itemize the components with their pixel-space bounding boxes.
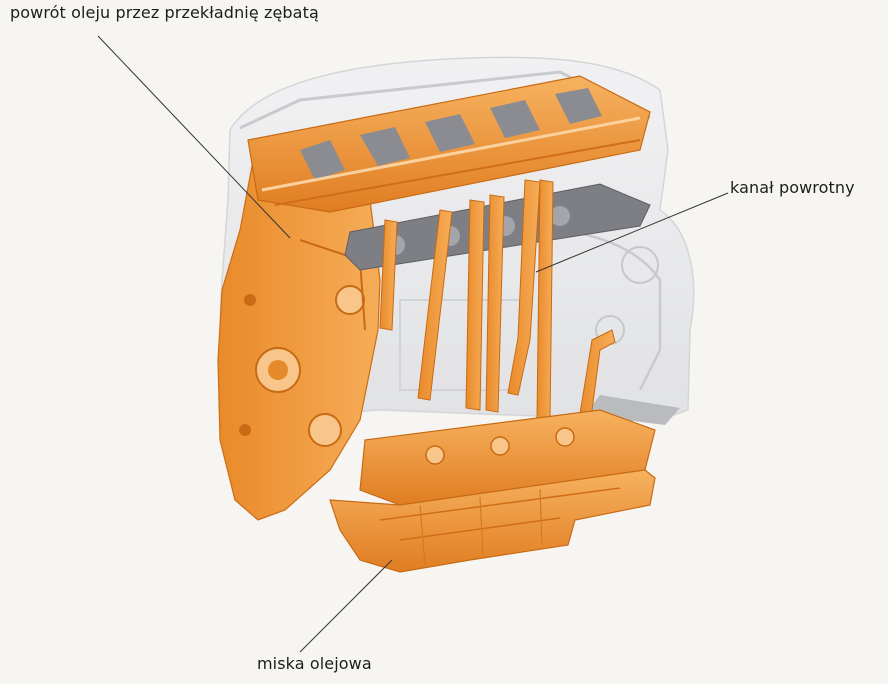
cylinder-head-oil-gallery (247, 75, 651, 213)
leader-lines (97, 35, 729, 653)
leader-line-return-channel (535, 192, 729, 273)
oil-pan (329, 469, 656, 573)
label-return-channel: kanał powrotny (730, 178, 855, 197)
label-gear-return: powrót oleju przez przekładnię zębatą (10, 3, 319, 22)
timing-gear-case (217, 149, 381, 521)
leader-line-oil-pan (299, 559, 393, 653)
leader-line-gear-return (97, 35, 291, 239)
label-oil-pan: miska olejowa (257, 654, 372, 673)
